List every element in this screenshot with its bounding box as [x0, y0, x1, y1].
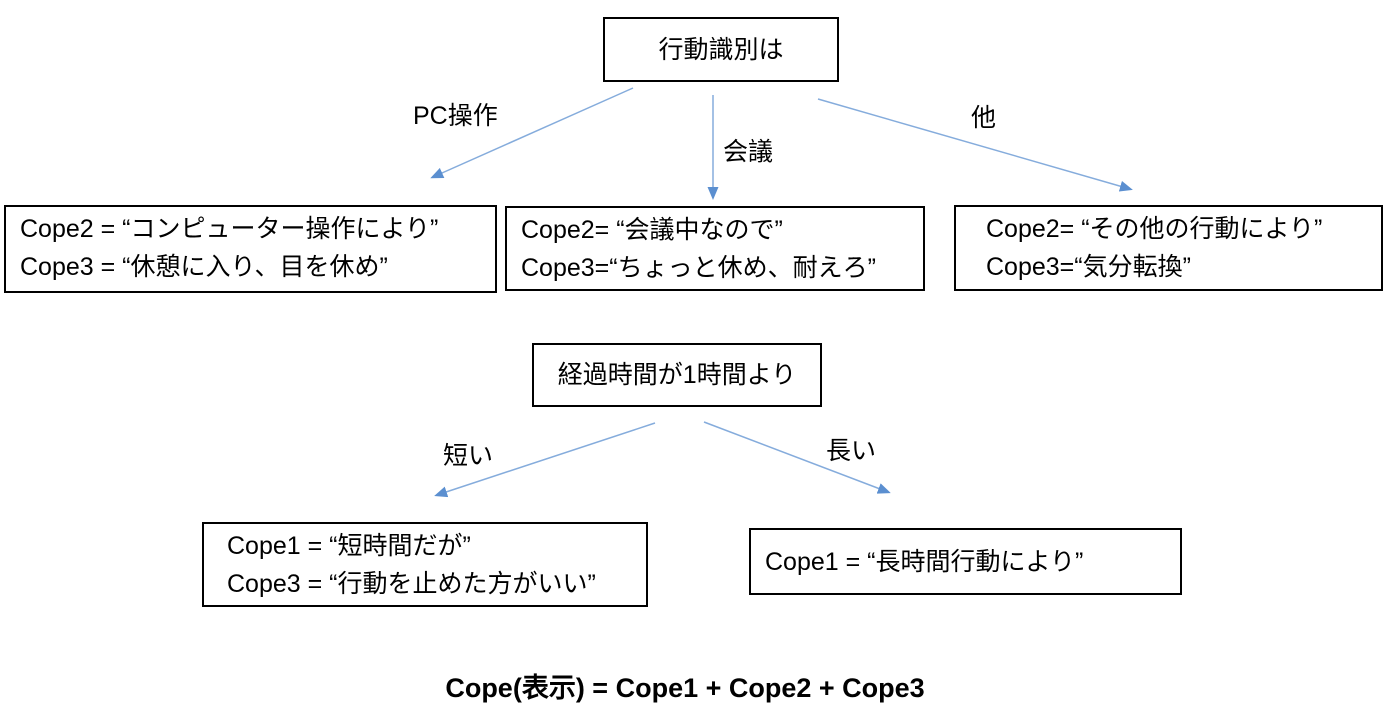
node-meeting: Cope2= “会議中なので” Cope3=“ちょっと休め、耐えろ”	[505, 206, 925, 291]
node-elapsed-time: 経過時間が1時間より	[532, 343, 822, 407]
node-action-identification: 行動識別は	[603, 17, 839, 82]
node-short-duration: Cope1 = “短時間だが” Cope3 = “行動を止めた方がいい”	[202, 522, 648, 607]
node-short-line1: Cope1 = “短時間だが”	[227, 532, 471, 560]
node-other: Cope2= “その他の行動により” Cope3=“気分転換”	[954, 205, 1383, 291]
edge-label-long: 長い	[826, 437, 877, 465]
node-pc-line2: Cope3 = “休憩に入り、目を休め”	[20, 253, 388, 281]
node-long-line1: Cope1 = “長時間行動により”	[765, 547, 1084, 576]
node-pc-operation: Cope2 = “コンピューター操作により” Cope3 = “休憩に入り、目を…	[4, 205, 497, 293]
node-other-line1: Cope2= “その他の行動により”	[986, 215, 1323, 243]
edge-label-short: 短い	[443, 442, 494, 470]
node-action-identification-label: 行動識別は	[658, 35, 784, 64]
node-meeting-line2: Cope3=“ちょっと休め、耐えろ”	[521, 254, 876, 282]
edge-label-meeting: 会議	[723, 138, 774, 166]
edge-label-other: 他	[971, 104, 997, 132]
node-elapsed-time-label: 経過時間が1時間より	[557, 361, 797, 389]
node-long-duration: Cope1 = “長時間行動により”	[749, 528, 1182, 595]
node-short-line2: Cope3 = “行動を止めた方がいい”	[227, 570, 596, 598]
node-pc-line1: Cope2 = “コンピューター操作により”	[20, 215, 439, 243]
edge-label-pc-operation: PC操作	[413, 102, 498, 130]
node-meeting-line1: Cope2= “会議中なので”	[521, 216, 783, 244]
node-other-line2: Cope3=“気分転換”	[986, 253, 1191, 281]
cope-formula: Cope(表示) = Cope1 + Cope2 + Cope3	[445, 673, 925, 703]
